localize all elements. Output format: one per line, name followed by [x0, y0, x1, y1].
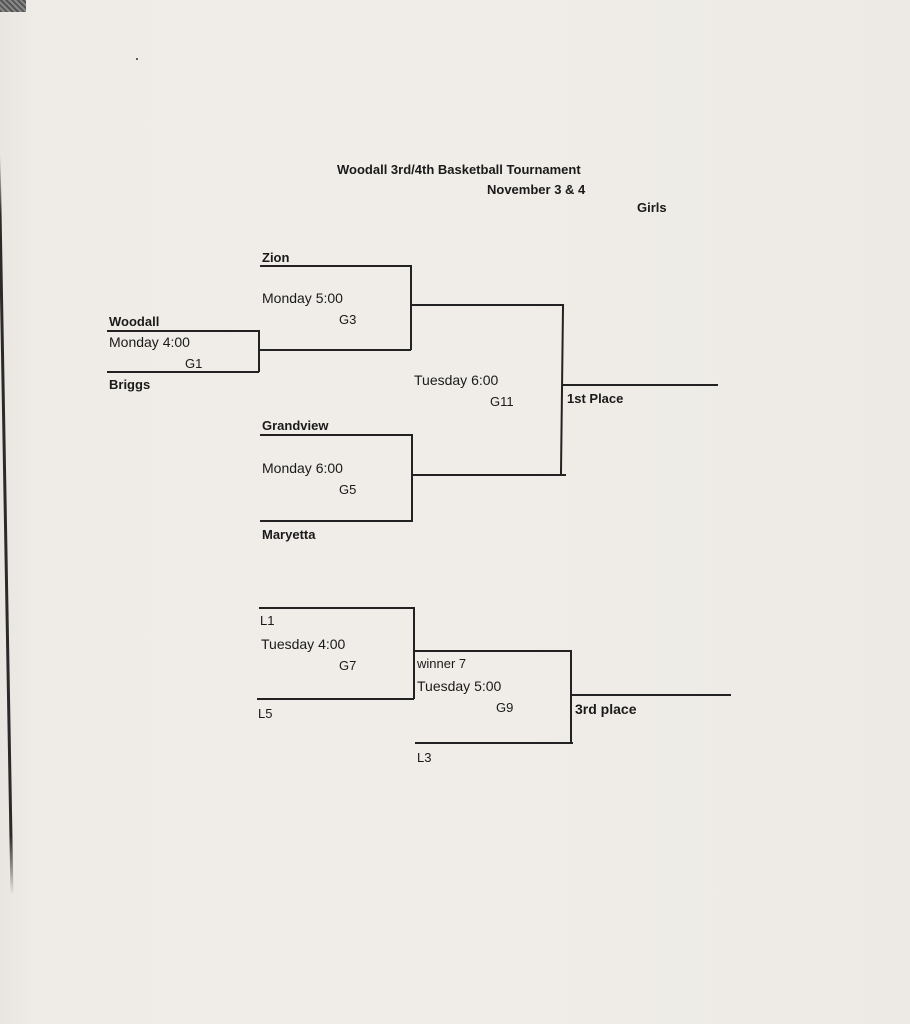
- scan-speck: [136, 58, 138, 60]
- g3-time: Monday 5:00: [262, 290, 343, 306]
- g5-connector: [411, 434, 413, 521]
- third-place-line: [571, 694, 731, 696]
- g11-bottom-line: [413, 474, 566, 476]
- g11-top-line: [411, 304, 562, 306]
- g9-top-line: [414, 650, 571, 652]
- g9-bottom-team: L3: [417, 750, 432, 765]
- g11-time: Tuesday 6:00: [414, 372, 499, 388]
- g1-top-team: Woodall: [109, 314, 160, 329]
- g7-top-team: L1: [260, 613, 275, 628]
- g5-bottom-line: [260, 520, 413, 522]
- g1-bottom-line: [107, 371, 259, 373]
- tournament-dates: November 3 & 4: [487, 182, 586, 197]
- g5-time: Monday 6:00: [262, 460, 343, 476]
- g3-connector: [410, 265, 412, 350]
- tournament-title: Woodall 3rd/4th Basketball Tournament: [337, 162, 581, 177]
- third-place-label: 3rd place: [575, 701, 637, 717]
- g7-game-id: G7: [339, 658, 357, 673]
- g1-connector: [258, 330, 260, 372]
- g11-game-id: G11: [490, 394, 514, 409]
- g5-bottom-team: Maryetta: [262, 527, 316, 542]
- g9-top-team: winner 7: [417, 656, 467, 671]
- g1-bottom-team: Briggs: [109, 377, 151, 392]
- first-place-line: [562, 384, 718, 386]
- g5-top-team: Grandview: [262, 418, 329, 433]
- first-place-label: 1st Place: [567, 391, 624, 406]
- g3-top-team: Zion: [262, 250, 290, 265]
- g7-top-line: [259, 607, 414, 609]
- g9-time: Tuesday 5:00: [417, 678, 502, 694]
- g7-bottom-team: L5: [258, 706, 273, 721]
- g9-game-id: G9: [496, 700, 514, 715]
- g1-time: Monday 4:00: [109, 334, 190, 350]
- g3-bottom-line: [259, 349, 411, 351]
- g7-connector: [413, 607, 415, 699]
- tournament-division: Girls: [637, 200, 667, 215]
- g1-top-line: [107, 330, 259, 332]
- scan-corner-artifact: [0, 0, 26, 12]
- g1-game-id: G1: [185, 356, 203, 371]
- g9-bottom-line: [415, 742, 573, 744]
- g7-bottom-line: [257, 698, 414, 700]
- g7-time: Tuesday 4:00: [261, 636, 346, 652]
- g3-top-line: [260, 265, 411, 267]
- g3-game-id: G3: [339, 312, 357, 327]
- g9-connector: [570, 650, 572, 743]
- g5-game-id: G5: [339, 482, 357, 497]
- g5-top-line: [260, 434, 412, 436]
